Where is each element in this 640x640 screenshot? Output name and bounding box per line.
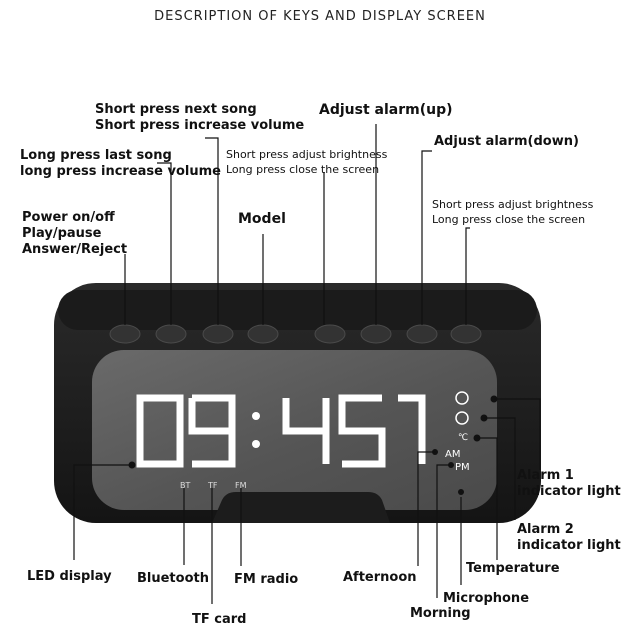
callout-alarm2: Alarm 2 indicator light	[517, 522, 621, 554]
microphone-hole	[458, 489, 464, 495]
pm-label: PM	[455, 462, 470, 473]
temperature-icon: ℃	[458, 433, 468, 443]
callout-alarm1: Alarm 1 indicator light	[517, 468, 621, 500]
callout-power-line3: Answer/Reject	[22, 242, 128, 257]
callout-last-song-line2: long press increase volume	[20, 164, 221, 179]
brightness-button-2	[450, 324, 482, 344]
stand-notch	[212, 492, 390, 523]
leader-lines	[73, 124, 541, 604]
callout-power: Power on/off Play/pause Answer/Reject	[22, 210, 127, 258]
callout-temperature: Temperature	[466, 561, 560, 576]
callout-power-line1: Power on/off	[22, 210, 115, 225]
model-button	[247, 324, 279, 344]
brightness-button-1	[314, 324, 346, 344]
alarm2-icon	[455, 411, 469, 425]
alarm-icons	[455, 391, 469, 425]
callout-last-song-line1: Long press last song	[20, 148, 172, 163]
callout-morning: Morning	[410, 606, 471, 621]
callout-model: Model	[238, 211, 286, 227]
callout-brightness-1: Short press adjust brightness Long press…	[226, 147, 387, 177]
callout-alarm-down: Adjust alarm(down)	[434, 134, 579, 149]
callout-brightness-1-line2: Long press close the screen	[226, 163, 380, 176]
callout-brightness-2-line1: Short press adjust brightness	[432, 198, 594, 211]
tf-label: TF	[207, 481, 218, 490]
led-digits	[136, 394, 426, 468]
diagram-title: DESCRIPTION OF KEYS AND DISPLAY SCREEN	[154, 9, 486, 24]
alarm1-icon	[455, 391, 469, 405]
callout-alarm1-line2: indicator light	[517, 484, 621, 499]
callout-last-song: Long press last song long press increase…	[20, 148, 221, 180]
fm-label: FM	[235, 481, 247, 490]
callout-next-song-line2: Short press increase volume	[95, 118, 305, 133]
callout-led-display: LED display	[27, 569, 112, 584]
am-label: AM	[445, 449, 460, 460]
callout-alarm1-line1: Alarm 1	[517, 468, 574, 483]
callout-bluetooth: Bluetooth	[137, 571, 209, 586]
callout-next-song-line1: Short press next song	[95, 102, 257, 117]
callout-alarm2-line2: indicator light	[517, 538, 621, 553]
alarm-up-button	[360, 324, 392, 344]
alarm-down-button	[406, 324, 438, 344]
callout-brightness-2-line2: Long press close the screen	[432, 213, 586, 226]
next-song-button	[202, 324, 234, 344]
callout-fm-radio: FM radio	[234, 572, 299, 587]
callout-microphone: Microphone	[443, 591, 530, 606]
button-row	[109, 324, 482, 344]
callout-power-line2: Play/pause	[22, 226, 102, 241]
callout-afternoon: Afternoon	[343, 570, 417, 585]
callout-brightness-1-line1: Short press adjust brightness	[226, 148, 388, 161]
callout-brightness-2: Short press adjust brightness Long press…	[432, 197, 593, 227]
callout-next-song: Short press next song Short press increa…	[95, 102, 304, 134]
bt-label: BT	[180, 481, 190, 490]
last-song-button	[155, 324, 187, 344]
callout-alarm2-line1: Alarm 2	[517, 522, 574, 537]
callout-alarm-up: Adjust alarm(up)	[319, 102, 453, 118]
callout-tf-card: TF card	[192, 612, 247, 627]
power-button	[109, 324, 141, 344]
